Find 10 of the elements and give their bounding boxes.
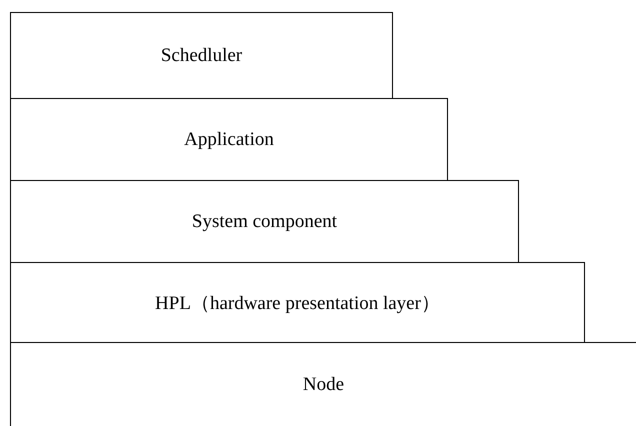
layer-box xyxy=(10,12,393,99)
layer-label: Application xyxy=(184,128,274,150)
layer-label: System component xyxy=(192,210,338,232)
layer-box xyxy=(10,180,519,263)
layer-label: Schedluler xyxy=(160,44,242,66)
layer-label: HPL（hardware presentation layer） xyxy=(155,292,440,316)
layer-label: Node xyxy=(302,374,344,396)
layer-box xyxy=(10,98,448,181)
layer-box xyxy=(10,262,585,343)
layer-box xyxy=(10,342,636,426)
